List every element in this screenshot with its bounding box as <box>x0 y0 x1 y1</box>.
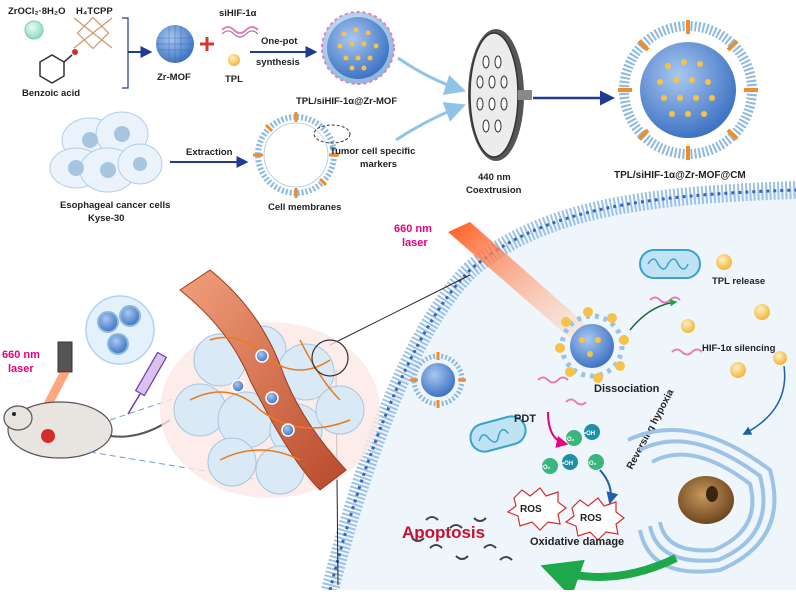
zrmof-label: Zr-MOF <box>157 72 191 83</box>
arrow-to-ros <box>599 469 619 505</box>
arrow-to-tpl-release <box>629 298 678 331</box>
tpl-label: TPL <box>225 74 243 85</box>
nucleus-er-icon <box>627 428 777 574</box>
precursor-bracket <box>122 17 129 89</box>
cell-membrane-vesicle-icon <box>253 112 339 198</box>
markers-label-2: markers <box>360 159 397 170</box>
arrow-to-hypoxia <box>742 365 786 435</box>
hif-silencing-label: HIF-1α silencing <box>702 343 776 354</box>
syringe-icon <box>127 351 168 415</box>
oh-text-2: •OH <box>562 461 573 467</box>
pdt-label: PDT <box>514 413 536 425</box>
tcpp-molecule-icon <box>73 16 113 50</box>
laser-left-label-2: laser <box>8 363 34 375</box>
loaded-mof-particle-icon <box>321 11 395 85</box>
ros-label-2: ROS <box>580 513 602 524</box>
benzoic-label: Benzoic acid <box>22 88 80 99</box>
laser-beam-right <box>448 222 590 340</box>
laser-device-icon <box>40 341 73 410</box>
sihif-label: siHIF-1α <box>219 8 257 19</box>
zoom-line-top <box>329 274 471 346</box>
coextrusion-label-2: Coextrusion <box>466 185 522 196</box>
mouse-icon <box>3 401 171 459</box>
laser-left-label-1: 660 nm <box>2 349 40 361</box>
arrow-to-apoptosis <box>540 554 678 595</box>
mitochondrion-icon <box>639 249 701 279</box>
magnified-nanoparticle-bubble <box>85 295 155 365</box>
benzoic-acid-icon <box>39 49 78 84</box>
apoptosis-label: Apoptosis <box>402 523 485 542</box>
hydroxyl-radical-icon: •OH •OH <box>562 424 600 470</box>
cancer-cells-label-1: Esophageal cancer cells <box>60 200 170 211</box>
arrow-pdt <box>547 411 569 448</box>
membrane-nanoparticle-icon <box>410 352 466 408</box>
o2-text-3: ¹O₂ <box>541 464 551 471</box>
laser-right-label-1: 660 nm <box>394 223 432 235</box>
marker-highlight <box>313 124 351 144</box>
o2-text-1: ¹O₂ <box>565 436 575 443</box>
markers-label-1: Tumor cell specific <box>330 146 415 157</box>
arrow-mof-to-extruder <box>397 56 467 96</box>
dissociating-particle-icon <box>555 307 629 383</box>
tpl-release-icons <box>681 254 787 378</box>
zrocl-label: ZrOCl₂·8H₂O <box>8 6 66 17</box>
cancer-cells-label-2: Kyse-30 <box>88 213 124 224</box>
ros-label-1: ROS <box>520 504 542 515</box>
membranes-label: Cell membranes <box>268 202 341 213</box>
dissociation-label: Dissociation <box>594 383 660 395</box>
tcpp-label: H₄TCPP <box>76 6 113 17</box>
ros-burst-icon-2 <box>564 497 625 541</box>
plus-icon <box>200 37 214 51</box>
arrow-membrane-to-extruder <box>395 102 466 142</box>
magnifier-circle <box>311 339 349 377</box>
zr-mof-particle-icon <box>156 25 194 63</box>
extruder-filter-icon <box>468 29 532 161</box>
coextrusion-label-1: 440 nm <box>478 172 511 183</box>
one-pot-label: One-pot <box>261 36 298 47</box>
tpl-release-label: TPL release <box>712 276 765 287</box>
o2-text-2: ¹O₂ <box>587 460 597 467</box>
membrane-head-groups <box>328 188 796 591</box>
synthesis-label: synthesis <box>256 57 300 68</box>
zoom-dash-1 <box>109 389 201 421</box>
cancer-cells-icon <box>49 111 163 193</box>
tumor-tissue-icon <box>160 269 380 498</box>
oh-text-1: •OH <box>584 431 595 437</box>
apoptosis-fragments-icon <box>411 516 513 561</box>
mitochondrion-icon-2 <box>469 415 527 453</box>
tpl-molecule-icon <box>228 54 240 66</box>
sirna-strands-icon <box>537 296 703 406</box>
laser-right-label-2: laser <box>402 237 428 249</box>
oxidative-damage-label: Oxidative damage <box>530 536 624 548</box>
loaded-mof-label: TPL/siHIF-1α@Zr-MOF <box>296 96 397 107</box>
ros-burst-icon-1 <box>506 487 567 531</box>
sirna-icon <box>221 26 259 38</box>
final-label: TPL/siHIF-1α@Zr-MOF@CM <box>614 170 746 181</box>
extraction-label: Extraction <box>186 147 233 158</box>
singlet-oxygen-icon: ¹O₂ ¹O₂ ¹O₂ <box>541 430 604 474</box>
cell-interior <box>330 190 796 590</box>
final-nanoparticle-icon <box>618 20 758 160</box>
zrocl-precursor-icon <box>24 20 44 40</box>
